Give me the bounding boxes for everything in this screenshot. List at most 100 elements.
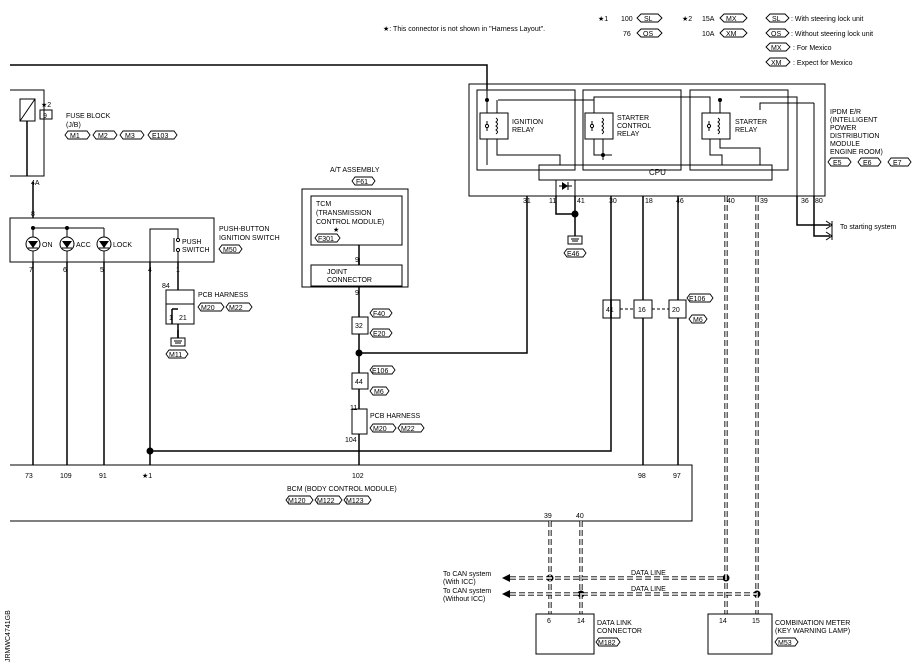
wires [10,64,833,465]
led-lock: LOCK [96,236,132,252]
legend-star1: ★1 [598,15,608,23]
svg-text:MX: MX [726,16,737,23]
fuse-label-2: (J/B) [66,122,81,129]
svg-text:: Expect for Mexico: : Expect for Mexico [793,60,853,67]
svg-text:POWER: POWER [830,125,856,132]
legend-os-pill: OS [636,28,663,38]
svg-text:: For Mexico: : For Mexico [793,45,832,52]
led-on: ON [25,236,53,252]
junction-dots [31,210,761,598]
svg-text:91: 91 [99,473,107,480]
svg-text:E106: E106 [689,296,705,303]
fuse-out-pin: 4A [31,180,40,187]
svg-text:JOINT: JOINT [327,269,348,276]
svg-text:40: 40 [727,198,735,205]
svg-text:21: 21 [179,315,187,322]
svg-text:SWITCH: SWITCH [182,247,210,254]
svg-text:7: 7 [29,267,33,274]
svg-text:M22: M22 [401,426,415,433]
svg-text:F61: F61 [356,179,368,186]
svg-text:41: 41 [577,198,585,205]
svg-text:DATA LINE: DATA LINE [631,570,666,577]
legend-star2-b-code: 10A [702,31,715,38]
svg-text:(Without ICC): (Without ICC) [443,596,485,603]
svg-text:41: 41 [606,307,614,314]
svg-text:To CAN system: To CAN system [443,571,491,578]
diagram-code: JRMWC4741GB [5,610,12,662]
legend-star1-a-code: 100 [621,16,633,23]
fuse-number: 9 [43,113,47,120]
svg-text:SL: SL [644,16,653,23]
svg-text:M11: M11 [169,352,182,359]
svg-text:STARTER: STARTER [735,119,767,126]
legend-sl-pill: SL [636,13,663,23]
svg-text:: Without steering lock unit: : Without steering lock unit [791,31,873,38]
svg-text:46: 46 [676,198,684,205]
svg-text:11: 11 [549,198,556,205]
svg-text:: With steering lock unit: : With steering lock unit [791,16,863,23]
svg-text:M20: M20 [373,426,387,433]
data-link-connector: 6 14 DATA LINK CONNECTOR M182 [535,613,642,655]
svg-text:RELAY: RELAY [617,131,640,138]
svg-text:102: 102 [352,473,364,480]
fuse-star: ★2 [41,101,51,109]
svg-text:9: 9 [355,290,359,297]
legend-star2-a-code: 15A [702,16,715,23]
ground-e46: E46 [563,235,587,258]
bcm-label: BCM (BODY CONTROL MODULE) [287,486,397,493]
to-starting-system: To starting system [840,224,897,231]
svg-text:15: 15 [752,618,760,625]
svg-text:16: 16 [638,307,646,314]
svg-text:32: 32 [355,323,363,330]
svg-text:PUSH: PUSH [182,239,201,246]
svg-text:98: 98 [638,473,646,480]
pcb-harness-2: 11 104 PCB HARNESS M20 M22 [345,405,425,444]
svg-text:E106: E106 [372,368,388,375]
svg-text:RELAY: RELAY [735,127,758,134]
svg-text:36: 36 [801,198,809,205]
svg-text:M22: M22 [229,305,243,312]
svg-text:109: 109 [60,473,72,480]
pcb-harness-1: 84 1 21 PCB HARNESS M20 M22 M11 [162,283,253,359]
svg-text:ACC: ACC [76,242,91,249]
svg-text:4: 4 [148,267,152,274]
svg-text:MODULE: MODULE [830,141,860,148]
svg-text:6: 6 [547,618,551,625]
fuse-label-1: FUSE BLOCK [66,113,111,120]
svg-text:ENGINE ROOM): ENGINE ROOM) [830,149,883,156]
at-label: A/T ASSEMBLY [330,167,380,174]
ipdm: IGNITION RELAY STARTER CONTROL RELAY STA… [468,83,912,258]
svg-text:40: 40 [576,513,584,520]
legend-xm-pill: XM [719,28,748,38]
ignition-switch: 8 ON ACC LOCK PUSH SWI [9,211,280,274]
ground-m11: M11 [165,337,189,359]
svg-text:14: 14 [577,618,585,625]
legend: ★: This connector is not shown in "Harne… [383,13,873,67]
svg-text:31: 31 [523,198,531,205]
ignition-label-1: PUSH-BUTTON [219,226,269,233]
can-lines: DATA LINE DATA LINE To CAN system (With … [443,196,759,614]
svg-text:CONTROL MODULE): CONTROL MODULE) [316,219,384,226]
ignition-relay: IGNITION RELAY [479,112,543,140]
combination-meter: 14 15 COMBINATION METER (KEY WARNING LAM… [707,613,850,655]
svg-text:CONTROL: CONTROL [617,123,651,130]
svg-text:XM: XM [726,31,737,38]
svg-text:84: 84 [162,283,170,290]
svg-text:OS: OS [643,31,653,38]
svg-text:20: 20 [672,307,680,314]
svg-text:14: 14 [719,618,727,625]
svg-text:★1: ★1 [142,472,152,480]
svg-text:E103: E103 [152,133,168,140]
svg-text:DATA LINK: DATA LINK [597,620,632,627]
svg-text:STARTER: STARTER [617,115,649,122]
svg-text:MX: MX [771,45,782,52]
svg-text:30: 30 [609,198,617,205]
bcm: 73 109 91 ★1 102 98 97 BCM (BODY CONTROL… [10,464,693,522]
pcb2-label: PCB HARNESS [370,413,421,420]
svg-text:E6: E6 [863,160,872,167]
ignition-in-pin: 8 [31,211,35,218]
legend-key-mx: MX : For Mexico [765,42,832,52]
svg-text:73: 73 [25,473,33,480]
svg-text:M182: M182 [598,640,616,647]
